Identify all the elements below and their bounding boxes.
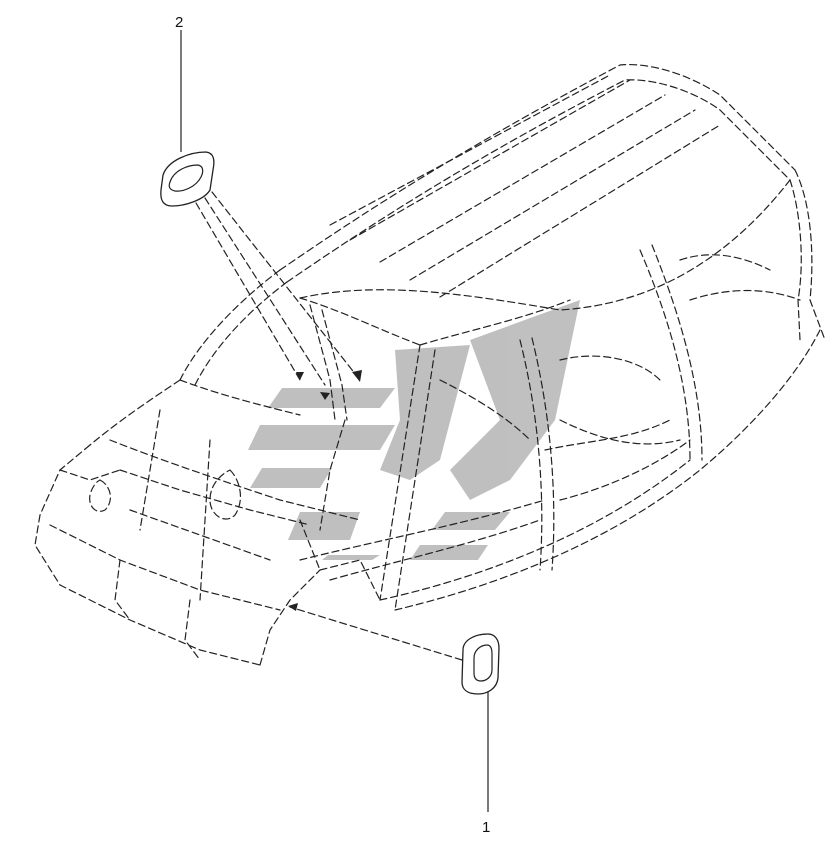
part-2-oval-plug-icon[interactable] — [160, 151, 215, 207]
side-body-outline — [379, 169, 826, 611]
callout-number-1: 1 — [482, 819, 491, 836]
leader-lines-part-1 — [288, 603, 489, 812]
roof-outline — [279, 63, 796, 311]
floor-structure — [299, 379, 681, 581]
windshield-frame — [179, 269, 571, 421]
leader-lines-part-2 — [180, 30, 362, 400]
arrow-head-icon — [352, 370, 362, 382]
arrow-head-icon — [296, 372, 304, 380]
arrow-head-icon — [320, 392, 330, 400]
callout-number-2: 2 — [175, 14, 184, 31]
front-structure — [34, 379, 381, 666]
part-1-oval-plug-icon[interactable] — [461, 633, 500, 695]
arrow-head-icon — [288, 603, 298, 611]
watermark-logo — [248, 300, 580, 560]
